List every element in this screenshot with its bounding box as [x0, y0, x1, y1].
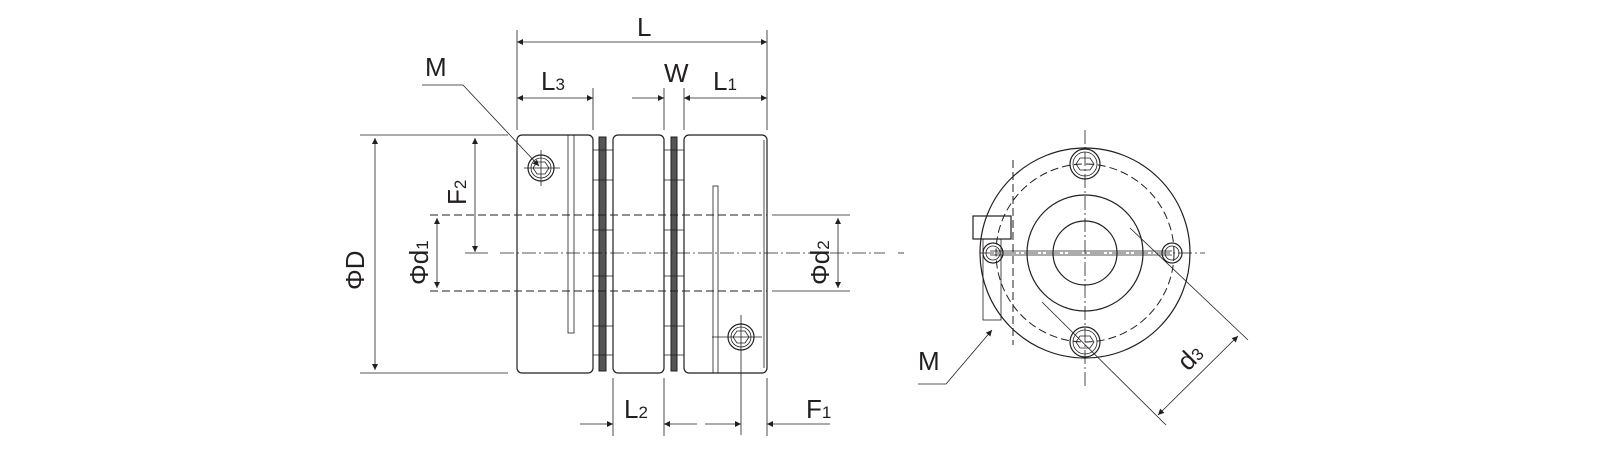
dim-label-L2: L2 [624, 394, 648, 424]
disc-pack-right [670, 136, 678, 372]
clamp-slot-right [712, 185, 719, 374]
pin-hole-icon [1161, 242, 1183, 264]
spacer-hub [612, 134, 665, 374]
flange-screw-icon [1069, 148, 1101, 180]
hub-left [516, 134, 594, 374]
dim-label-L: L [637, 12, 651, 42]
front-view: L M L3 W L1 F2 ΦD Φd1 Φd2 L2 F1 [340, 12, 885, 436]
clamp-slot-left [567, 134, 575, 334]
set-screw-icon [972, 160, 1014, 345]
dim-label-F2: F2 [442, 180, 472, 205]
dim-label-W: W [664, 58, 689, 88]
hub-right [683, 134, 768, 374]
dim-label-D: ΦD [340, 250, 370, 290]
clamp-screw-icon [524, 150, 560, 186]
flange-screw-icon [1069, 326, 1101, 358]
dim-label-L3: L3 [541, 66, 565, 96]
clamp-screw-icon [712, 315, 762, 435]
side-label-M: M [918, 346, 940, 376]
dim-label-L1: L1 [713, 66, 737, 96]
dim-label-d2: Φd2 [805, 240, 835, 285]
dim-label-d1: Φd1 [404, 240, 434, 285]
disc-pack-left [598, 136, 607, 372]
dim-label-M: M [425, 52, 447, 82]
side-view: M d3 [898, 130, 1249, 426]
dim-label-F1: F1 [806, 394, 831, 424]
disc-bolts [593, 149, 684, 356]
